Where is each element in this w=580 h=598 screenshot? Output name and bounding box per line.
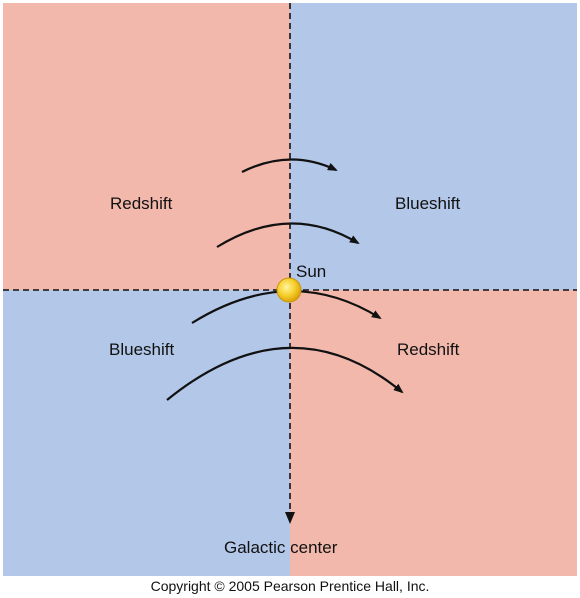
galactic-center-arrow-head [285, 512, 295, 524]
quadrant-label-top-left: Redshift [110, 194, 173, 213]
sun-label: Sun [296, 262, 327, 281]
quadrant-label-bottom-right: Redshift [397, 340, 460, 359]
galactic-rotation-diagram [3, 3, 577, 576]
quadrant-bottom-left-blueshift [3, 290, 290, 576]
copyright-notice: Copyright © 2005 Pearson Prentice Hall, … [150, 578, 430, 594]
quadrant-top-right-blueshift [290, 3, 577, 290]
quadrant-label-bottom-left: Blueshift [109, 340, 175, 359]
quadrant-bottom-right-redshift [290, 290, 577, 576]
galactic-center-label: Galactic center [224, 538, 338, 557]
orbit-arrow-4 [166, 346, 404, 401]
quadrant-top-left-redshift [3, 3, 290, 290]
quadrant-label-top-right: Blueshift [395, 194, 461, 213]
orbit-arrow-2 [216, 222, 360, 248]
orbit-arrow-1 [241, 158, 338, 173]
sun-icon [276, 277, 302, 303]
